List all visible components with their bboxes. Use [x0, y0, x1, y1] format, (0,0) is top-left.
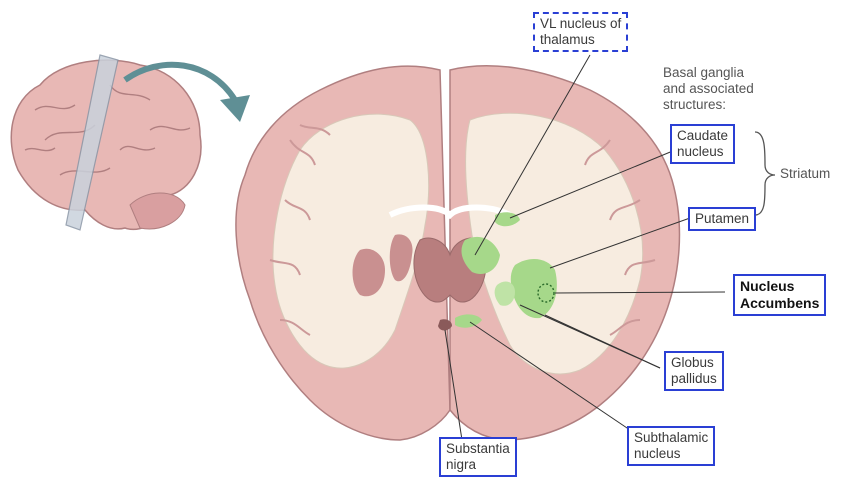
nucleus-accumbens-label: Nucleus Accumbens [733, 274, 827, 316]
caudate-region [495, 212, 520, 227]
nucleus-accumbens-marker [537, 283, 555, 303]
whole-brain-illustration [10, 54, 202, 231]
striatum-brace [754, 131, 776, 216]
globus-pallidus-label: Globus pallidus [664, 351, 724, 391]
transition-arrow [123, 61, 250, 122]
leader-lines [444, 54, 726, 441]
striatum-label: Striatum [780, 166, 831, 181]
putamen-label: Putamen [688, 207, 757, 231]
vl-thalamus-label: VL nucleus of thalamus [533, 12, 629, 52]
substantia-nigra-region [438, 319, 452, 331]
basal-ganglia-heading: Basal ganglia and associated structures: [663, 65, 754, 112]
caudate-label: Caudate nucleus [670, 124, 736, 164]
vl-thalamus-region [461, 236, 500, 275]
coronal-section [235, 65, 681, 441]
slice-plane [65, 54, 119, 231]
substantia-nigra-label: Substantia nigra [439, 437, 517, 477]
globus-pallidus-region [494, 281, 515, 306]
putamen-region [510, 258, 557, 319]
subthalamic-label: Subthalamic nucleus [627, 426, 716, 466]
subthalamic-region [455, 314, 482, 328]
